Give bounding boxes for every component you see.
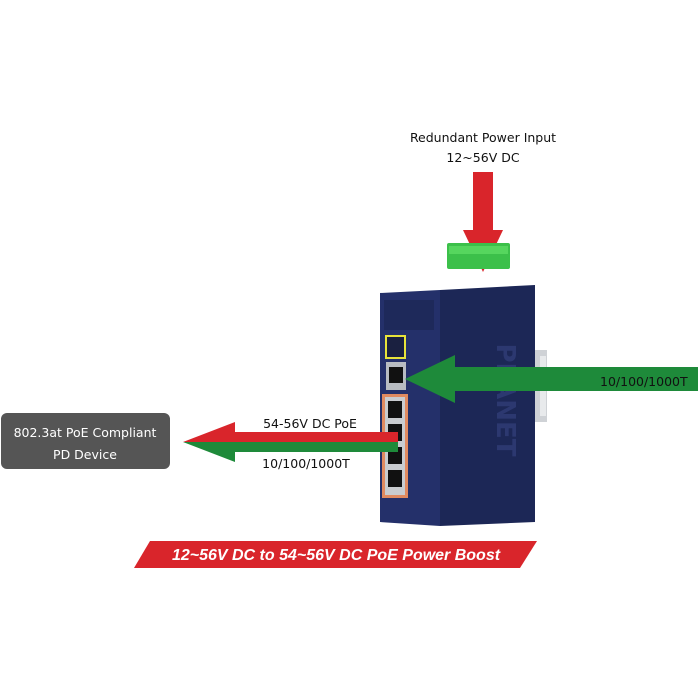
poe-data-arrow [183, 442, 398, 462]
uplink-arrow [405, 355, 698, 403]
pd-device-line1: 802.3at PoE Compliant [14, 425, 157, 440]
poe-port [388, 470, 402, 487]
poe-power-label: 54-56V DC PoE [263, 416, 357, 431]
sfp-port [385, 335, 406, 359]
poe-power-arrow [183, 422, 398, 442]
poe-data-label: 10/100/1000T [262, 456, 350, 471]
pd-device-box [1, 413, 170, 469]
banner-background [134, 541, 537, 568]
planet-logo: PLANET [490, 343, 520, 456]
pd-device-line2: PD Device [53, 447, 117, 462]
power-input-title: Redundant Power Input [410, 130, 556, 145]
poe-port [388, 401, 402, 418]
banner-text: 12~56V DC to 54~56V DC PoE Power Boost [172, 547, 501, 564]
uplink-label: 10/100/1000T [600, 374, 688, 389]
power-input-voltage: 12~56V DC [446, 150, 519, 165]
